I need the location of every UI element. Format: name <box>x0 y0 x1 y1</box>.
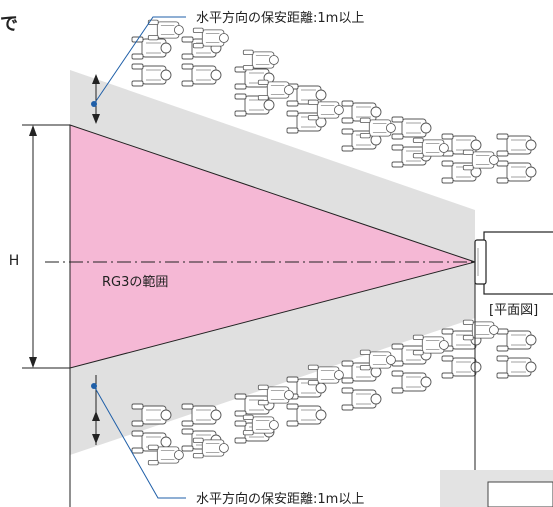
callout-label-bottom: 水平方向の保安距離:1m以上 <box>196 491 364 507</box>
dimension-arrow-top <box>29 125 37 136</box>
height-label: H <box>9 253 20 269</box>
audience-person <box>192 27 229 49</box>
audience-person <box>462 319 499 341</box>
audience-person <box>462 149 499 171</box>
callout-dot-top <box>91 101 97 107</box>
audience-person <box>147 444 184 466</box>
audience-person <box>257 79 294 101</box>
safety-arrow-bottom-down <box>92 434 100 444</box>
audience-person <box>307 364 344 386</box>
h-label-bg <box>4 250 24 270</box>
callout-label-top: 水平方向の保安距離:1m以上 <box>196 10 364 26</box>
audience-person <box>341 387 382 411</box>
audience-person <box>131 63 172 87</box>
plan-label-bg <box>487 298 553 320</box>
audience-person <box>391 370 432 394</box>
audience-person <box>242 49 279 71</box>
safety-arrow-top-up <box>92 74 100 84</box>
safety-arrow-bottom-up <box>92 411 100 421</box>
audience-person <box>359 117 396 139</box>
audience-person <box>496 355 537 379</box>
safety-arrow-top-down <box>92 114 100 124</box>
projector <box>474 231 553 295</box>
callout-leader-bottom <box>93 385 186 499</box>
dimension-arrow-bottom <box>29 357 37 368</box>
audience-person <box>257 384 294 406</box>
plan-view-label: [平面図] <box>489 303 538 318</box>
audience-person <box>286 403 327 427</box>
audience-person <box>412 334 449 356</box>
audience-person <box>181 63 222 87</box>
audience-person <box>496 328 537 352</box>
page-text-fragment: で <box>0 14 18 35</box>
audience-person <box>496 133 537 157</box>
callout-dot-bottom <box>91 383 97 389</box>
audience-person <box>496 160 537 184</box>
audience-person <box>147 19 184 41</box>
audience-person <box>359 349 396 371</box>
callout-leader-top <box>93 16 186 105</box>
audience-person <box>307 99 344 121</box>
range-label: RG3の範囲 <box>102 275 168 290</box>
audience-person <box>391 116 432 140</box>
side-view-projector-outline <box>487 481 553 507</box>
